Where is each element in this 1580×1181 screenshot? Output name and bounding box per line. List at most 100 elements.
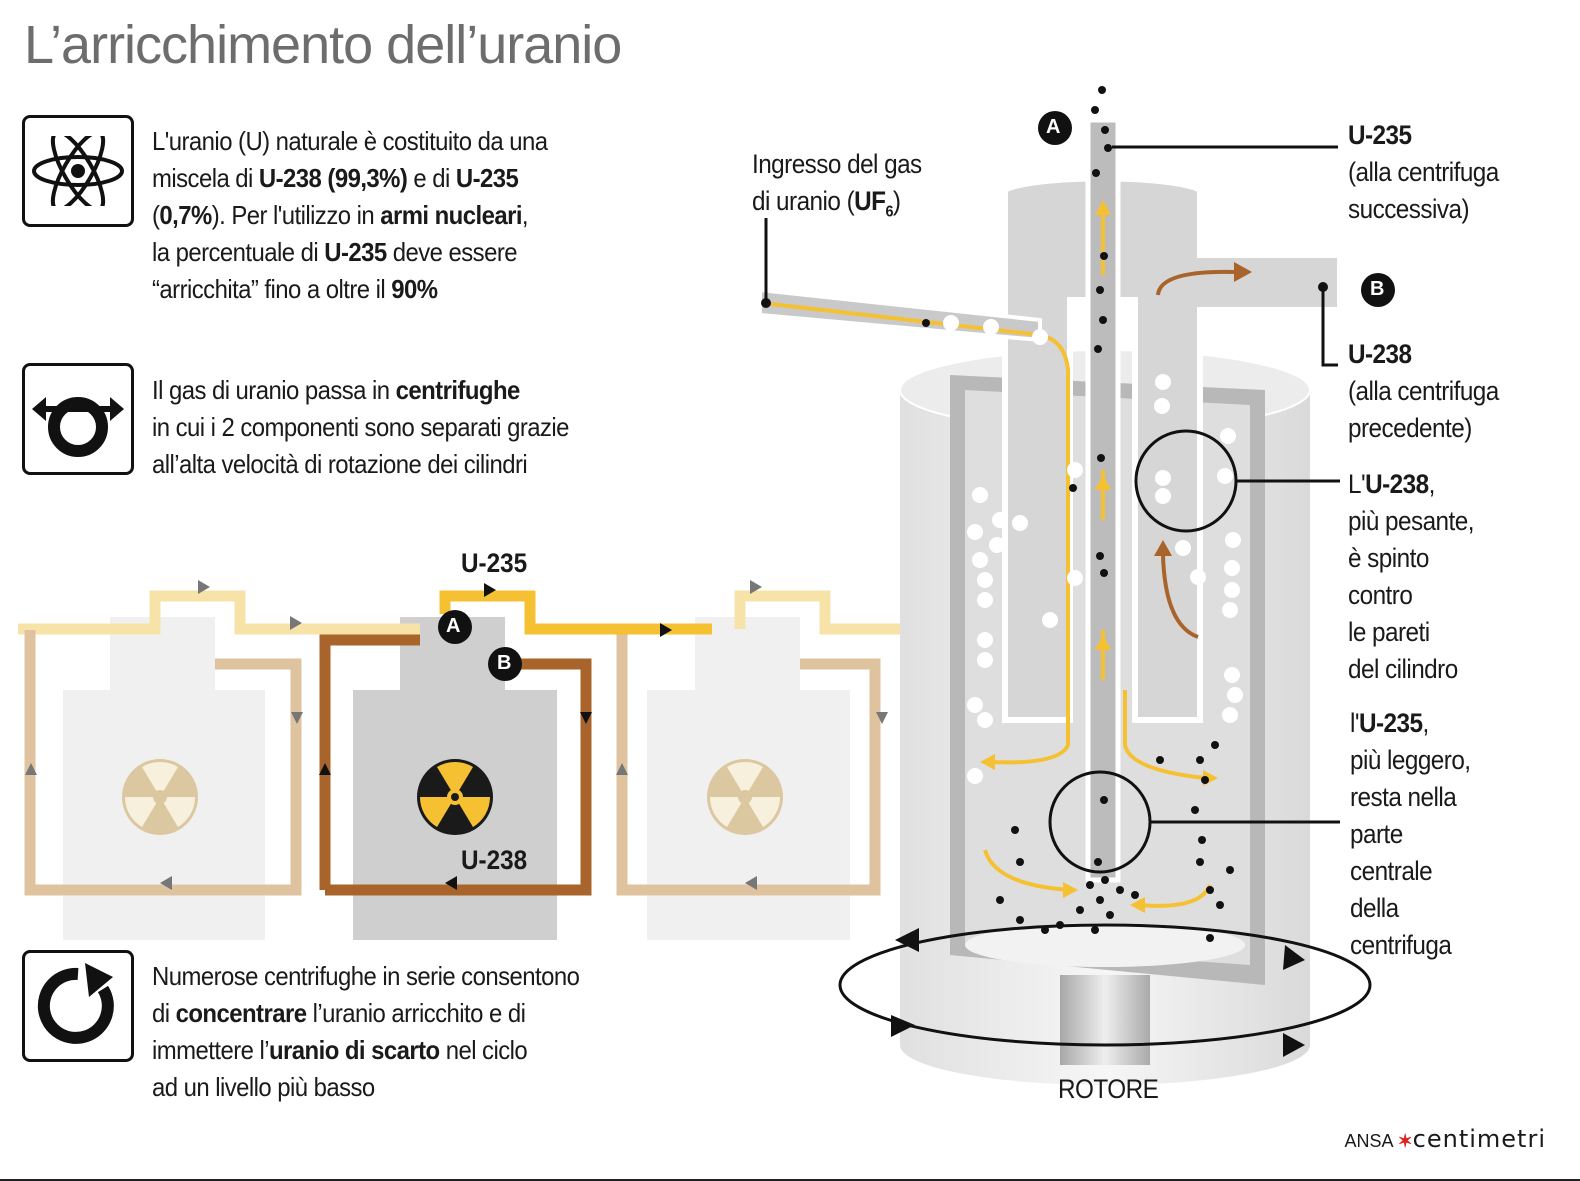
paragraph-line: immettere l’uranio di scarto nel ciclo bbox=[152, 1032, 579, 1069]
label-line: centrale bbox=[1350, 856, 1433, 886]
u235-particle bbox=[1091, 106, 1099, 114]
light-suffix: , bbox=[1422, 708, 1429, 738]
u235-particle bbox=[1198, 836, 1206, 844]
u238-particle bbox=[1227, 687, 1243, 703]
bold-text: centrifughe bbox=[395, 375, 521, 405]
heavy-suffix: , bbox=[1428, 469, 1436, 499]
u238-particle bbox=[1224, 582, 1240, 598]
u235-particle bbox=[1201, 776, 1209, 784]
u238-particle bbox=[983, 319, 999, 335]
text: ). Per l'utilizzo in bbox=[211, 200, 381, 230]
u235-particle bbox=[1096, 896, 1104, 904]
output-a-label: U-235 (alla centrifuga successiva) bbox=[1348, 117, 1499, 228]
centrifuge-marker-b: B bbox=[1370, 278, 1385, 300]
output-a-line: successiva) bbox=[1348, 194, 1470, 224]
u238-particle bbox=[1175, 540, 1191, 556]
u238-particle bbox=[989, 537, 1005, 553]
u235-particle bbox=[1016, 916, 1024, 924]
rotor-label: ROTORE bbox=[1058, 1074, 1159, 1104]
centrifuge-marker-a: A bbox=[1046, 116, 1061, 138]
u235-particle bbox=[1100, 796, 1108, 804]
bold-text: U-235 bbox=[455, 163, 519, 193]
cycle-arrow-icon bbox=[22, 950, 134, 1062]
text: la percentuale di bbox=[152, 237, 325, 267]
inlet-prefix: di uranio ( bbox=[752, 186, 855, 216]
label-line: della bbox=[1350, 893, 1399, 923]
u238-particle bbox=[977, 592, 993, 608]
text: Il gas di uranio passa in bbox=[152, 375, 396, 405]
u238-particle bbox=[977, 572, 993, 588]
u235-particle bbox=[922, 319, 930, 327]
u238-particle bbox=[1155, 488, 1171, 504]
text: L'uranio (U) naturale è costituito da un… bbox=[152, 126, 548, 156]
paragraph-line: la percentuale di U-235 deve essere bbox=[152, 234, 547, 271]
u235-particle bbox=[1101, 876, 1109, 884]
inlet-line-1: Ingresso del gas bbox=[752, 149, 922, 179]
u238-particle bbox=[1220, 428, 1236, 444]
label-line: centrifuga bbox=[1350, 930, 1452, 960]
bold-text: concentrare bbox=[175, 998, 307, 1028]
u235-particle bbox=[1069, 484, 1077, 492]
output-a-title: U-235 bbox=[1348, 120, 1412, 150]
text: ad un livello più basso bbox=[152, 1072, 375, 1102]
label-line: parte bbox=[1350, 819, 1403, 849]
centrifuge-icon bbox=[22, 363, 134, 475]
centrifuge-right bbox=[647, 617, 850, 940]
output-a-line: (alla centrifuga bbox=[1348, 157, 1499, 187]
u235-particle bbox=[1106, 911, 1114, 919]
label-line: contro bbox=[1348, 580, 1413, 610]
paragraph-line: di concentrare l’uranio arricchito e di bbox=[152, 995, 579, 1032]
page-title: L’arricchimento dell’uranio bbox=[24, 15, 622, 75]
intro-paragraph: L'uranio (U) naturale è costituito da un… bbox=[152, 123, 548, 308]
light-title: U-235 bbox=[1358, 708, 1423, 738]
label-line: è spinto bbox=[1348, 543, 1429, 573]
u235-particle bbox=[1100, 252, 1108, 260]
output-b-title: U-238 bbox=[1348, 339, 1412, 369]
paragraph-line: “arricchita” fino a oltre il 90% bbox=[152, 271, 547, 308]
bold-text: U-235 bbox=[324, 237, 387, 267]
paragraph-line: (0,7%). Per l'utilizzo in armi nucleari, bbox=[152, 197, 547, 234]
inlet-line-2: di uranio (UF6) bbox=[752, 183, 922, 230]
text: miscela di bbox=[152, 163, 259, 193]
u235-particle bbox=[1099, 316, 1107, 324]
u238-particle bbox=[967, 697, 983, 713]
u235-particle bbox=[1076, 906, 1084, 914]
u238-particle bbox=[1155, 374, 1171, 390]
u235-particle bbox=[1016, 858, 1024, 866]
label-line: le pareti bbox=[1348, 617, 1430, 647]
u238-particle bbox=[1224, 667, 1240, 683]
u235-particle bbox=[1094, 345, 1102, 353]
u235-particle bbox=[1011, 826, 1019, 834]
u235-particle bbox=[1092, 169, 1100, 177]
u235-particle bbox=[1104, 144, 1112, 152]
text: all’alta velocità di rotazione dei cilin… bbox=[152, 449, 528, 479]
u235-particle bbox=[1191, 806, 1199, 814]
u235-particle bbox=[996, 896, 1004, 904]
paragraph-line: ad un livello più basso bbox=[152, 1069, 579, 1106]
cascade-paragraph: Numerose centrifughe in serie consentono… bbox=[152, 958, 580, 1106]
u235-particle bbox=[1196, 858, 1204, 866]
output-b-line: (alla centrifuga bbox=[1348, 376, 1499, 406]
u235-particle bbox=[1096, 286, 1104, 294]
u238-particle bbox=[1222, 602, 1238, 618]
paragraph-line: miscela di U-238 (99,3%) e di U-235 bbox=[152, 160, 547, 197]
bold-text: uranio di scarto bbox=[268, 1035, 440, 1065]
bold-text: U-238 (99,3%) bbox=[258, 163, 408, 193]
text: di bbox=[152, 998, 176, 1028]
u235-particle bbox=[1156, 756, 1164, 764]
u238-particle bbox=[1067, 462, 1083, 478]
output-b-line: precedente) bbox=[1348, 413, 1472, 443]
u235-particle bbox=[1100, 569, 1108, 577]
text: Numerose centrifughe in serie consentono bbox=[152, 961, 580, 991]
u235-particle bbox=[1211, 741, 1219, 749]
u235-particle bbox=[1101, 126, 1109, 134]
u235-particle bbox=[1196, 756, 1204, 764]
text: , bbox=[521, 200, 529, 230]
ansa-centimetri-logo: ANSA ✶centimetri bbox=[1345, 1125, 1546, 1153]
cascade-u238-label: U-238 bbox=[461, 845, 528, 875]
